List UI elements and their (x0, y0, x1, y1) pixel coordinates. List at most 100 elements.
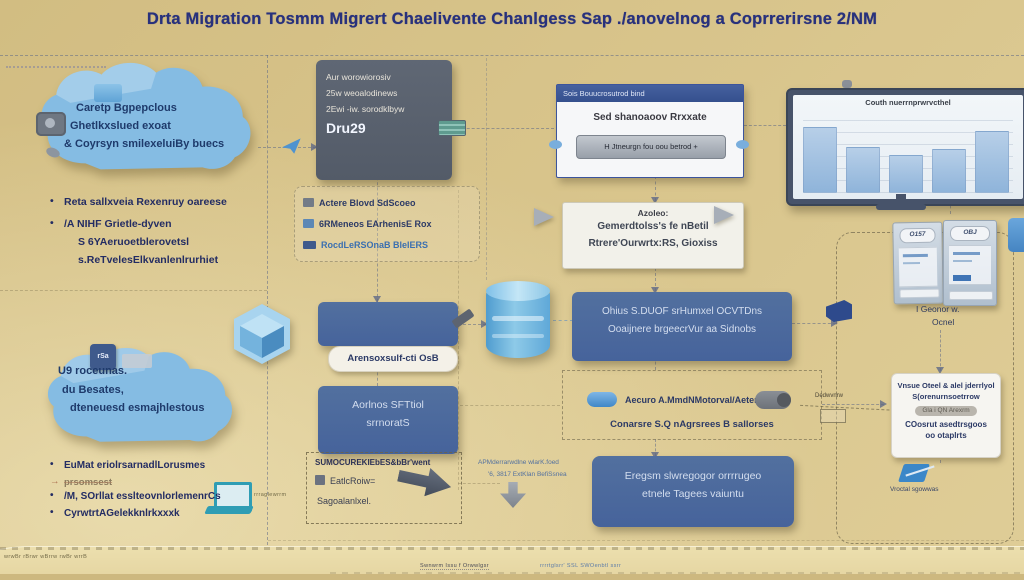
script-box: Aur worowiorosiv 25w weoalodinews 2Ewi -… (316, 60, 452, 180)
info-line: COosrut asedtrsgoos (905, 419, 987, 429)
arrowhead-down (936, 367, 944, 374)
note-line: APMderrarwdlne wlarK.foed (478, 459, 559, 466)
cloud-line: U9 roceunas. (58, 365, 128, 377)
page-title: Drta Migration Tosmm Migrert Chaelivente… (146, 10, 878, 28)
doc-card: OBJ (943, 220, 997, 306)
monitor-screen: Couth nuerrnprwrvcthel (793, 95, 1023, 199)
db-box-line: Ohius S.DUOF srHumxel OCVTDns (601, 306, 763, 317)
monitor-neck (896, 194, 906, 205)
right-info-box: Vnsue Oteel & alel jderrlyol S(orenurnso… (891, 373, 1001, 458)
process-line: EatlcRoiw= (330, 476, 376, 486)
bullet-subline: s.ReTvelesElkvanlenlrurhiet (78, 254, 219, 266)
gray-capsule-end (777, 393, 791, 407)
bullet-item: EuMat eriolrsarnadlLorusmes (50, 459, 205, 471)
storage-label: Actere Blovd SdScoeo (319, 197, 416, 208)
cloud-line: dteneuesd esmajhlestous (70, 402, 205, 414)
dashed-connector (432, 128, 554, 129)
dashed-divider (267, 55, 268, 545)
arrowhead-down (651, 197, 659, 204)
card-blue-chip (953, 275, 971, 281)
dashed-connector (460, 405, 560, 406)
footer-label: Swnwrm Issu f Orwwlgsr (420, 563, 489, 570)
files-icon (303, 219, 314, 229)
storage-list: Actere Blovd SdScoeo 6RMeneos EArhenisE … (294, 186, 480, 262)
dashed-connector (655, 439, 656, 456)
gateway-line: Rtrere'Ourwrtx:RS, Gioxiss (588, 238, 718, 249)
blue-blob-icon (736, 140, 749, 149)
title-leader-dots (6, 66, 106, 68)
arrowhead-down (651, 287, 659, 294)
footer-ticks (330, 572, 1024, 574)
gateway-line: Azoleo: (637, 208, 669, 218)
dashed-connector (940, 330, 941, 371)
storage-label: 6RMeneos EArhenisE Rox (319, 218, 432, 229)
cloud-tab-icon (94, 84, 122, 102)
monitor: Couth nuerrnprwrvcthel (786, 88, 1024, 206)
cube-icon (234, 304, 290, 364)
arrowhead-down (651, 452, 659, 459)
gateway-line: Gemerdtolss's fe nBetil (597, 221, 709, 232)
script-line: 25w weoalodinews (326, 88, 398, 99)
card-footer-bar (899, 288, 940, 299)
big-down-arrow-icon (500, 482, 526, 508)
sketch-box (820, 409, 846, 423)
dashed-connector (377, 162, 378, 302)
db-box-line: Ooaijnere brgeecrVur aa Sidnobs (607, 323, 757, 335)
stage-box: Aorlnos SFTtiol srrnoratS (318, 386, 458, 454)
bottom-edge (0, 574, 1024, 580)
chart-bar (889, 155, 923, 193)
monitor-chart-bars (803, 113, 1013, 193)
flow-arrow-icon (714, 206, 734, 224)
process-line: SUMOCUREKIEbES&bBr'went (315, 458, 431, 467)
bullet-item: CyrwtrtAGelekknlrkxxxk (50, 507, 180, 519)
dashed-connector (458, 324, 486, 325)
table-icon (303, 241, 316, 250)
doc-card: O157 (892, 221, 944, 305)
stage-box-line: srrnoratS (366, 417, 410, 430)
note-line: '6, 3817 ExtKlan BefiSsnea (488, 471, 567, 478)
bullet-item: /A NIHF Grietle-dyven (50, 217, 172, 230)
dashed-divider (486, 58, 487, 280)
target-box: Eregsm slwregogor orrrrugeo etnele Tagee… (592, 456, 794, 527)
footer-fineprint: wrwBr rBrwr wBrrw rwBr wrrB (4, 554, 88, 560)
cloud-line: & Coyrsyn smilexeluiBy buecs (64, 138, 225, 150)
dashed-divider (458, 190, 459, 490)
window-chip-icon (122, 354, 152, 368)
teal-computer-base (204, 506, 254, 514)
blue-blob-icon (549, 140, 562, 149)
sync-line1: Aecuro A.MmdNMotorval/Aeter (625, 395, 758, 405)
dialog-window: Sois Bouucrosutrod bind Sed shanoaoov Rr… (556, 84, 744, 178)
dashed-connector (458, 483, 500, 484)
storage-label: RocdLeRSOnaB BlelERS (321, 240, 429, 251)
arrowhead-right (311, 143, 318, 151)
storage-row: 6RMeneos EArhenisE Rox (303, 219, 471, 229)
chart-bar (975, 131, 1009, 193)
bullet-item: /M, SOrllat esslteovnlorlemenrCs (50, 490, 221, 502)
target-box-line: etnele Tagees vaiuntu (642, 488, 744, 501)
sketch-label: Dedwvnrw (815, 393, 844, 399)
stage-box-empty (318, 302, 458, 346)
info-pill: Gla i QN Arexrm (915, 405, 977, 416)
sync-row: Aecuro A.MmdNMotorval/Aeter Conarsre S.Q… (562, 370, 822, 440)
device-chip-icon (438, 120, 466, 136)
monitor-base (876, 204, 926, 210)
db-summary-box: Ohius S.DUOF srHumxel OCVTDns Ooaijnere … (572, 292, 792, 361)
dialog-body-text: Sed shanoaoov Rrxxate (593, 112, 707, 123)
chart-bar (932, 149, 966, 193)
storage-row: Actere Blovd SdScoeo (303, 198, 471, 208)
cloud-line: Caretp Bgpepclous (76, 102, 177, 114)
dialog-button[interactable]: H Jtneurgn fou oou betrod + (576, 135, 726, 159)
cloud-line: du Besates, (62, 384, 124, 396)
gateway-box: Azoleo: Gemerdtolss's fe nBetil Rtrere'O… (562, 202, 744, 269)
script-line: Aur worowiorosiv (326, 72, 391, 82)
blob-storage-icon (303, 198, 314, 208)
flow-arrow-icon (534, 208, 554, 226)
bullet-subline: S 6YAeruoetblerovetsl (78, 236, 190, 248)
chart-bar (803, 127, 837, 193)
cloud-shape (41, 62, 251, 170)
footer-ticks (0, 547, 1024, 550)
info-line: Vnsue Oteel & alel jderrlyol (897, 381, 995, 390)
camera-lens-icon (45, 118, 55, 128)
device-caption: Vroctal sgowwas (890, 486, 939, 493)
